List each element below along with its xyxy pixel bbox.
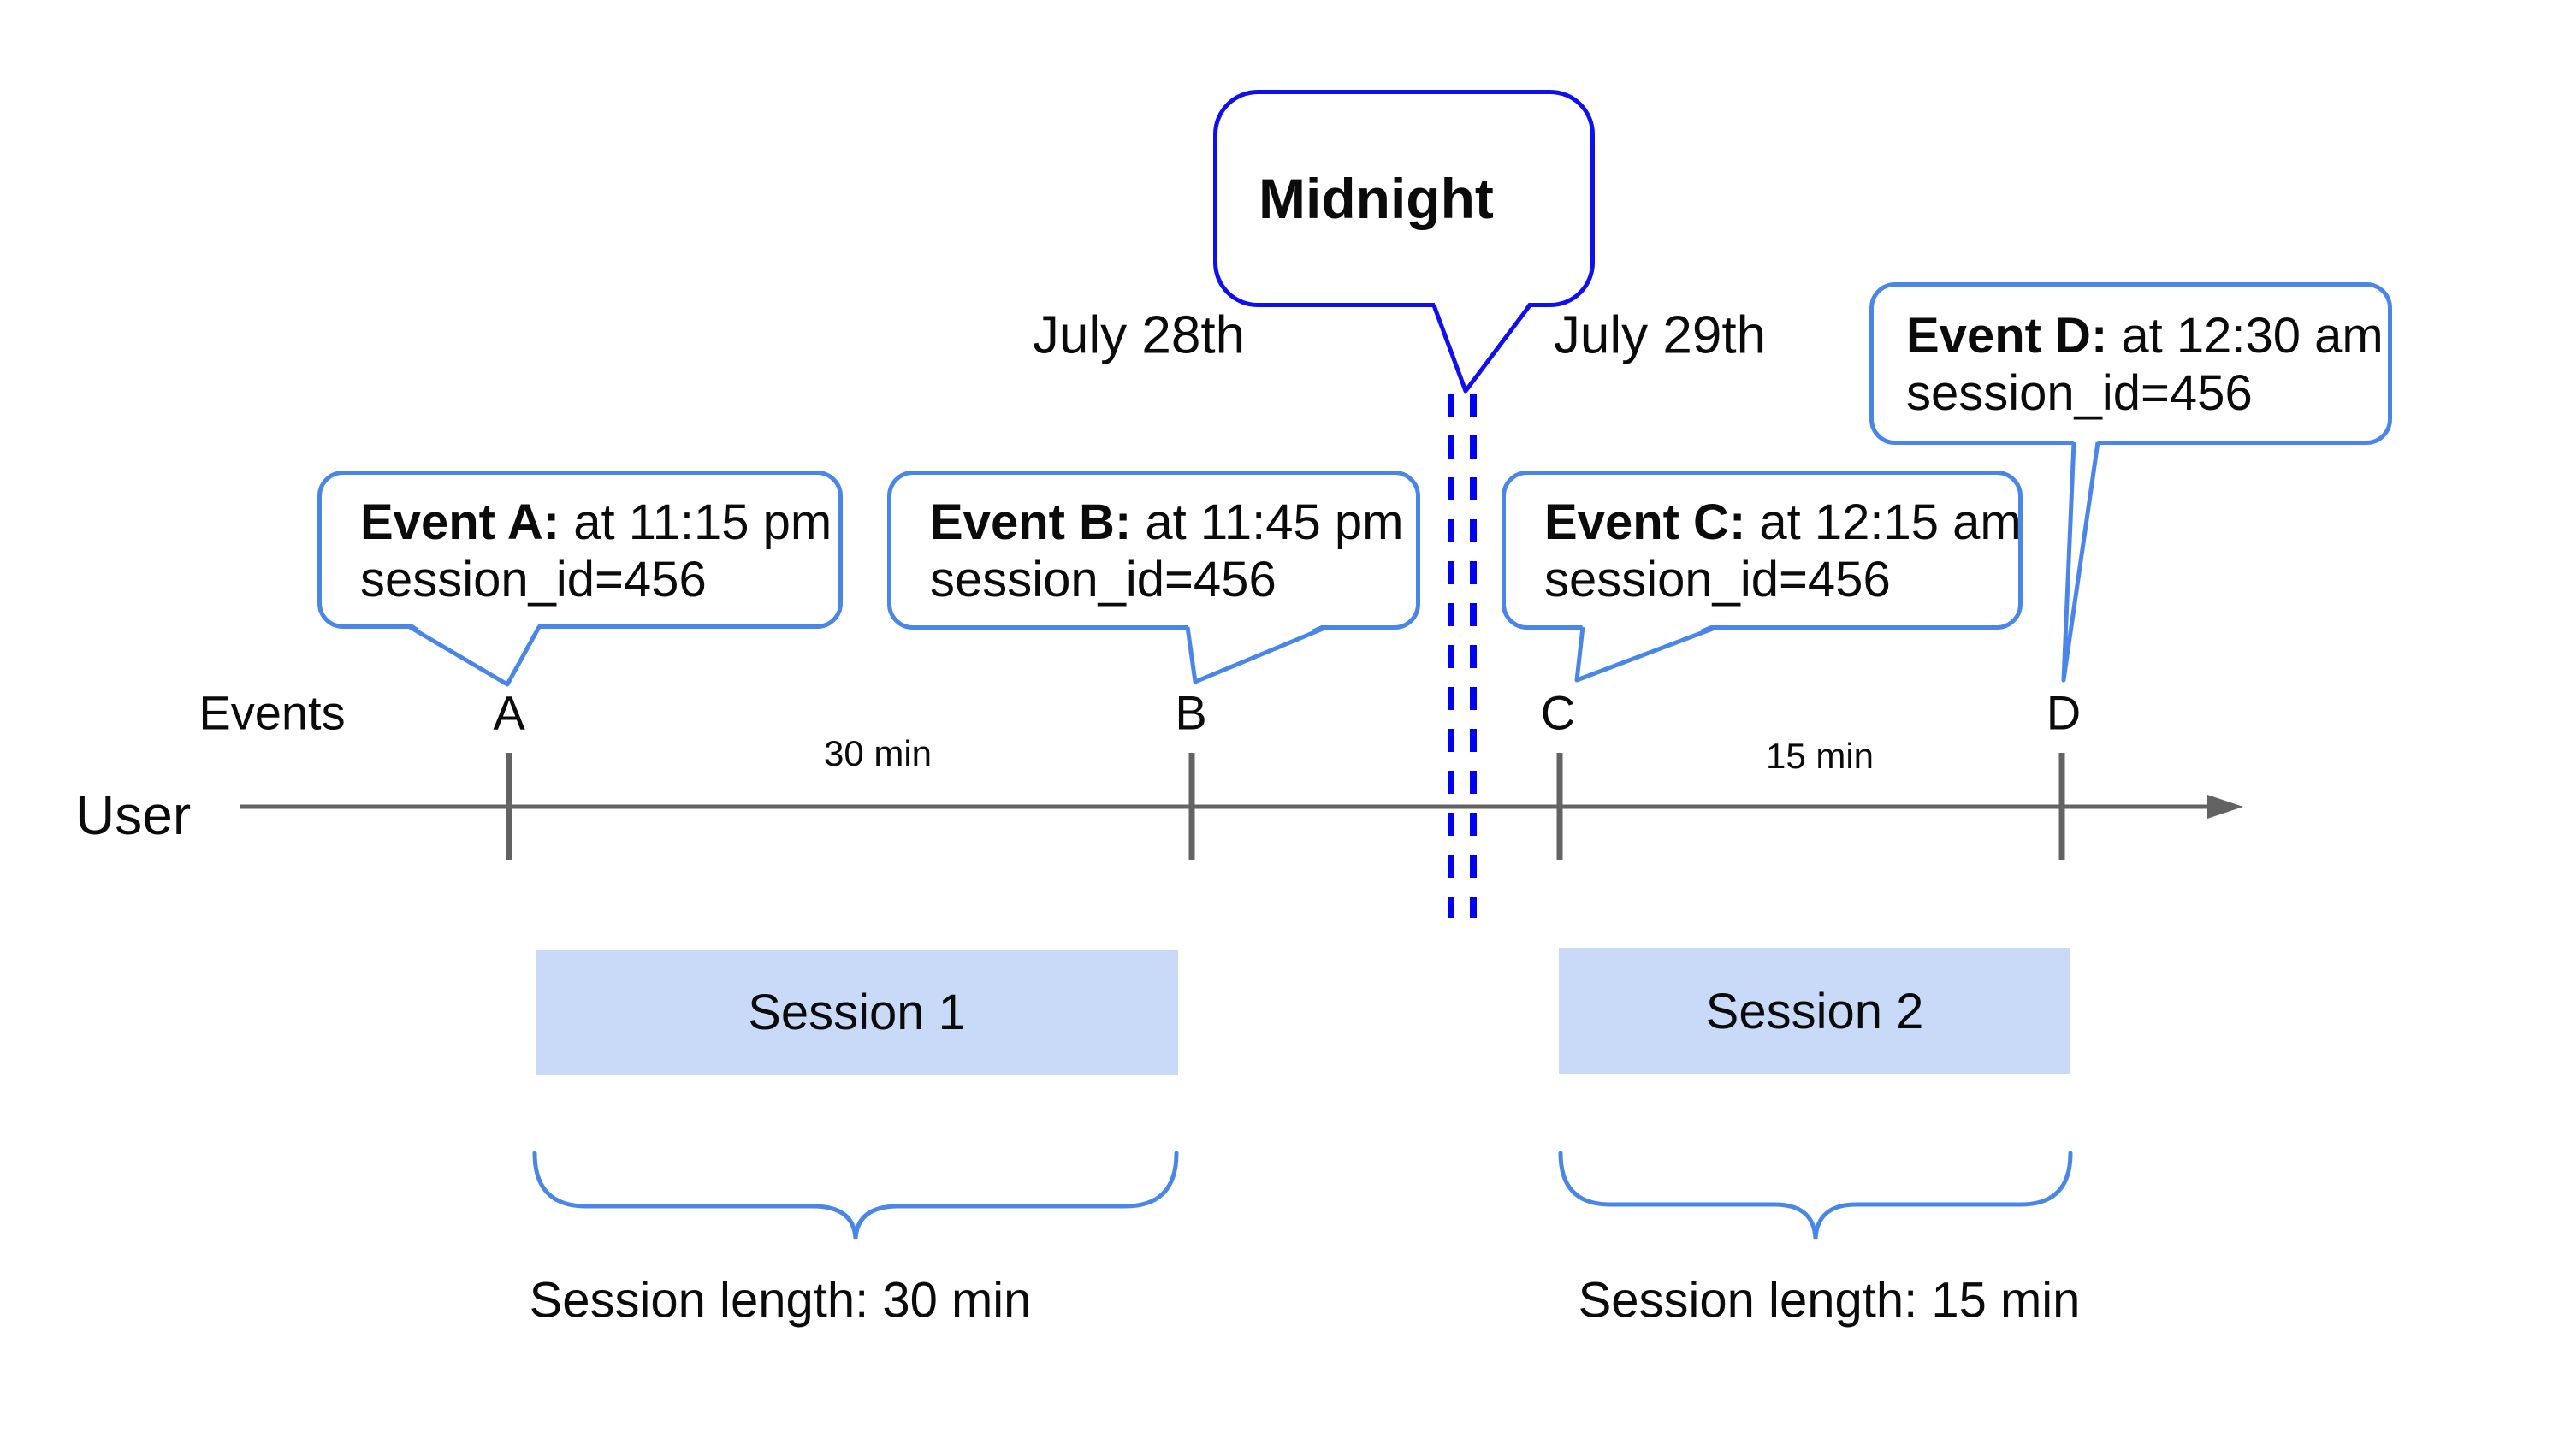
interval-label-30min: 30 min (823, 733, 933, 773)
event-d-label: Event D: (1906, 308, 2108, 364)
session-1-box: Session 1 (536, 950, 1178, 1075)
session-1-length-label: Session length: 30 min (529, 1272, 1032, 1329)
event-c-time: at 12:15 am (1745, 494, 2022, 550)
event-point-label-b: B (1175, 685, 1207, 740)
interval-label-15min: 15 min (1765, 736, 1875, 776)
event-point-label-c: C (1540, 685, 1576, 740)
event-a-session-id: session_id=456 (360, 552, 707, 607)
event-c-session-id: session_id=456 (1544, 552, 1891, 607)
event-c-callout-bubble: Event C: at 12:15 am session_id=456 (1502, 471, 2023, 630)
session-1-label: Session 1 (748, 985, 966, 1040)
date-label-july-29: July 29th (1553, 305, 1767, 365)
session-2-brace (1558, 1151, 2073, 1240)
event-d-session-id: session_id=456 (1906, 365, 2253, 421)
event-d-bubble-tail (2061, 438, 2100, 683)
event-point-label-a: A (493, 685, 525, 740)
event-b-bubble-tail (1185, 623, 1328, 684)
user-axis-label: User (75, 784, 192, 846)
session-1-brace (532, 1151, 1179, 1240)
midnight-bubble-tail (1431, 301, 1531, 394)
event-d-callout-bubble: Event D: at 12:30 am session_id=456 (1869, 282, 2392, 445)
event-point-label-d: D (2046, 685, 2082, 740)
event-a-label: Event A: (360, 494, 560, 550)
event-b-callout-bubble: Event B: at 11:45 pm session_id=456 (887, 471, 1420, 630)
event-d-time: at 12:30 am (2107, 308, 2384, 364)
midnight-dashed-line (1448, 394, 1477, 918)
date-label-july-28: July 28th (1032, 305, 1246, 365)
event-b-session-id: session_id=456 (930, 552, 1276, 607)
event-c-text: Event C: at 12:15 am session_id=456 (1544, 494, 2022, 608)
event-a-callout-bubble: Event A: at 11:15 pm session_id=456 (317, 471, 843, 629)
event-b-text: Event B: at 11:45 pm session_id=456 (930, 494, 1403, 608)
midnight-callout-bubble: Midnight (1213, 90, 1595, 307)
session-2-length-label: Session length: 15 min (1578, 1272, 2081, 1329)
event-b-time: at 11:45 pm (1131, 494, 1404, 550)
event-c-bubble-tail (1574, 623, 1718, 683)
events-axis-label: Events (198, 685, 346, 740)
session-2-box: Session 2 (1559, 948, 2070, 1074)
event-c-label: Event C: (1544, 494, 1746, 550)
midnight-label: Midnight (1259, 167, 1494, 230)
event-b-label: Event B: (930, 494, 1132, 550)
event-d-text: Event D: at 12:30 am session_id=456 (1906, 307, 2384, 422)
session-2-label: Session 2 (1705, 983, 1924, 1039)
event-a-time: at 11:15 pm (560, 494, 832, 550)
event-a-text: Event A: at 11:15 pm session_id=456 (360, 494, 832, 608)
user-timeline-arrow (240, 795, 2243, 819)
event-a-bubble-tail (408, 623, 542, 687)
